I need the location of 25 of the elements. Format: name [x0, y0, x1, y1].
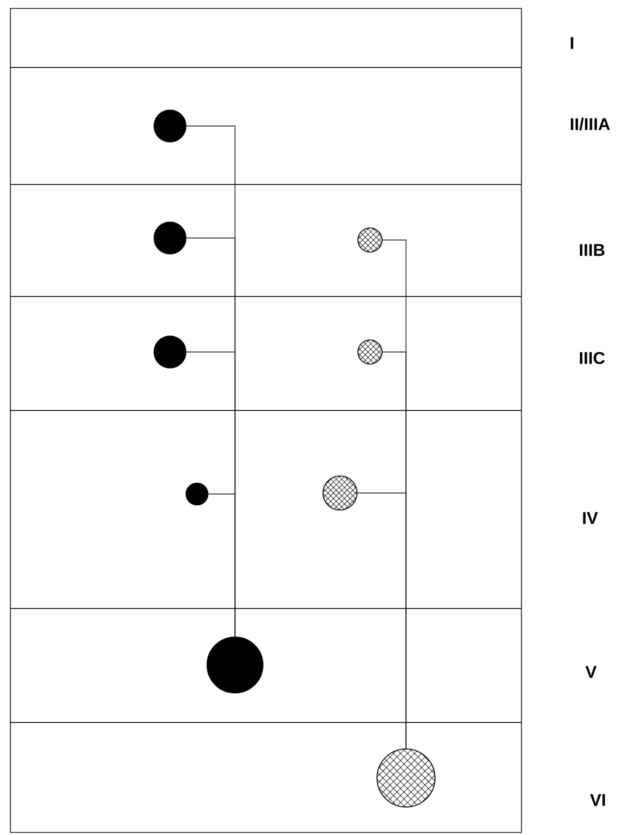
node-label: VI [590, 794, 605, 806]
hatched-dot [358, 228, 382, 252]
node-label: I [570, 37, 574, 49]
hatched-dot [376, 748, 436, 808]
hatched-dot [322, 476, 358, 510]
stage-band: II/IIIA [10, 67, 610, 185]
stage-band: IIIC [10, 296, 605, 411]
solid-dot [154, 222, 186, 254]
stage-band: I [10, 8, 574, 68]
node-label: IIIB [580, 244, 604, 256]
node-label: IIIC [580, 352, 605, 364]
hatched-dot [358, 340, 382, 364]
solid-dot [186, 482, 208, 506]
node-label: IV [583, 512, 598, 524]
solid-dot [154, 110, 186, 142]
stage-band: VI [10, 722, 605, 833]
solid-dot [206, 636, 264, 694]
stage-band: IV [10, 410, 598, 609]
connector-line [208, 494, 236, 637]
solid-dot [154, 336, 186, 368]
connector-line [357, 492, 406, 749]
stage-band: V [10, 608, 597, 723]
node-label: II/IIIA [570, 118, 610, 130]
stage-band: IIIB [10, 184, 604, 297]
node-label: V [585, 666, 597, 678]
